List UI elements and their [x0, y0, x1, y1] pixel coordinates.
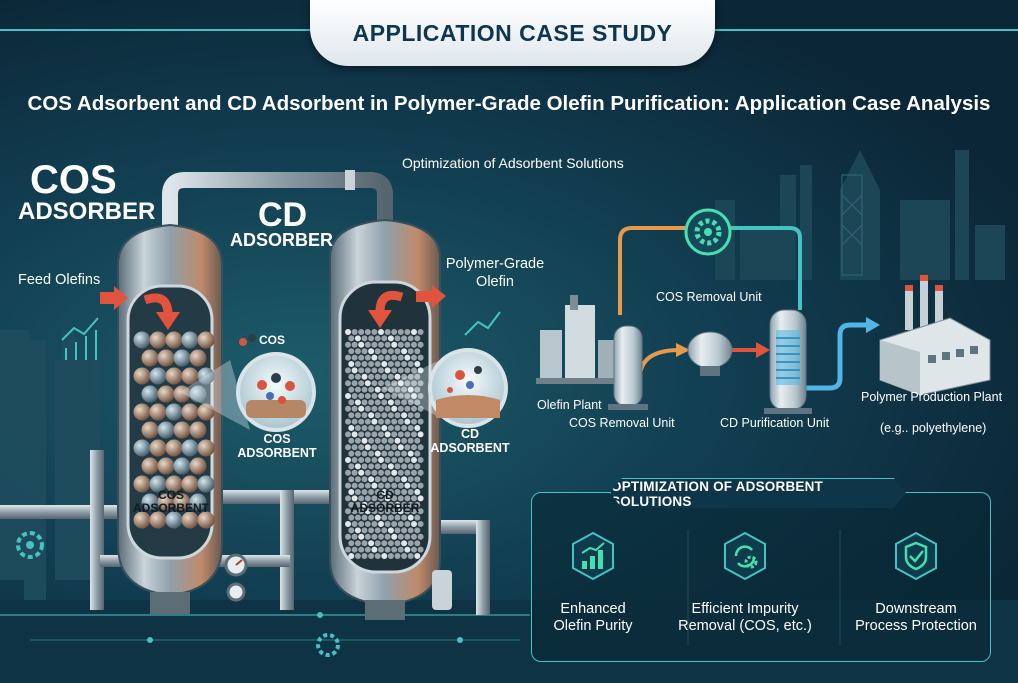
cos-removal-unit-top-label: COS Removal Unit	[656, 290, 762, 304]
flow-arrowhead-orange-mid	[676, 343, 690, 357]
refinery-silhouette-left	[0, 330, 100, 600]
cd-adsorbent-granules	[345, 329, 424, 559]
cd-bed-label-line2: ADSORBER	[350, 501, 420, 515]
pipe-flange	[345, 170, 355, 190]
gear-cycle-icon	[724, 531, 766, 581]
benefit-downstream-protection: Downstream Process Protection	[841, 601, 991, 635]
flow-arrowhead-red	[756, 342, 770, 358]
cd-purification-column	[764, 309, 812, 414]
product-arrow	[416, 285, 446, 308]
cd-adsorber-subheading: ADSORBER	[230, 230, 334, 250]
cos-zoom-label-line1: COS	[263, 432, 291, 446]
pressure-gauges-icon	[224, 553, 452, 610]
chart-up-icon	[572, 531, 614, 581]
cos-bed-label: COS ADSORBENT	[126, 489, 216, 515]
cd-downflow-arrowhead	[368, 310, 392, 328]
flow-line-orange-top	[618, 226, 696, 315]
gear-node-icon	[684, 208, 732, 256]
refinery-silhouette-right	[715, 150, 1005, 280]
cos-downflow-arrowhead	[156, 312, 180, 330]
sparkline-right-icon	[464, 311, 501, 336]
subtitle: Optimization of Adsorbent Solutions	[402, 155, 624, 171]
optimization-heading-badge: OPTIMIZATION OF ADSORBENT SOLUTIONS	[610, 478, 906, 509]
polymer-plant-factory	[879, 275, 991, 396]
cos-adsorbent-beads	[133, 331, 215, 529]
cos-adsorber-subheading: ADSORBER	[18, 198, 156, 225]
flow-line-orange-mid	[638, 348, 681, 379]
polymer-plant-label: Polymer Production Plant	[861, 390, 1003, 404]
shield-check-icon	[895, 531, 937, 581]
olefin-plant-label: Olefin Plant	[537, 398, 602, 412]
cos-zoom-label: COS ADSORBENT	[232, 432, 322, 460]
cos-bed-label-line1: COS	[157, 488, 184, 502]
refinery-lattice	[841, 174, 863, 276]
cd-zoom-label-line1: CD	[460, 427, 480, 441]
polymer-grade-olefin-label: Polymer-Grade Olefin	[440, 255, 550, 291]
cd-adsorber-heading: CD	[258, 196, 308, 234]
benefit-impurity-removal: Efficient Impurity Removal (COS, etc.)	[670, 601, 820, 635]
product-label-line2: Olefin	[476, 274, 514, 290]
flow-arrowhead-blue	[866, 317, 880, 333]
cos-downflow-arrow	[143, 293, 173, 316]
cos-adsorber-heading: COS	[30, 158, 117, 202]
benefit-2-line2: Removal (COS, etc.)	[678, 618, 812, 634]
cos-bed-label-line2: ADSORBENT	[132, 501, 209, 515]
cos-zoom-lens	[180, 352, 316, 432]
benefit-2-line1: Efficient Impurity	[691, 601, 799, 617]
cos-zoom-label-line2: ADSORBENT	[237, 446, 317, 460]
sparkline-left-icon	[61, 317, 99, 360]
flow-line-blue	[805, 322, 868, 391]
benefit-3-line1: Downstream	[875, 601, 957, 617]
cd-bed-label-line1: CD	[376, 488, 394, 502]
feed-olefins-label: Feed Olefins	[18, 272, 101, 288]
benefit-1-line2: Olefin Purity	[553, 618, 633, 634]
cd-downflow-arrow	[375, 290, 404, 313]
cos-molecule-icon	[239, 334, 256, 346]
benefit-olefin-purity: Enhanced Olefin Purity	[518, 601, 668, 635]
connecting-pipe-top	[162, 172, 393, 260]
gear-decoration-icon	[16, 531, 340, 657]
cos-removal-unit-bottom-label: COS Removal Unit	[569, 416, 675, 430]
intermediate-drum	[687, 331, 733, 376]
cos-molecule-label: COS	[259, 333, 286, 347]
case-study-banner: APPLICATION CASE STUDY	[310, 0, 715, 66]
olefin-plant-illustration	[536, 295, 626, 384]
benefit-1-line1: Enhanced	[560, 601, 626, 617]
cd-zoom-label: CD ADSORBENT	[428, 427, 512, 455]
cd-purification-unit-label: CD Purification Unit	[720, 416, 830, 430]
cd-bed-label: CD ADSORBER	[340, 489, 430, 515]
benefit-3-line2: Process Protection	[855, 618, 977, 634]
polymer-example-label: (e.g.. polyethylene)	[880, 421, 987, 435]
cd-zoom-label-line2: ADSORBENT	[430, 441, 510, 455]
optimization-heading: OPTIMIZATION OF ADSORBENT SOLUTIONS	[611, 479, 823, 509]
cos-removal-unit-column	[608, 325, 648, 410]
product-label-line1: Polymer-Grade	[445, 256, 545, 272]
flow-line-teal-top	[720, 226, 802, 310]
main-title: COS Adsorbent and CD Adsorbent in Polyme…	[27, 92, 991, 115]
banner-title: APPLICATION CASE STUDY	[352, 19, 673, 46]
feed-arrow	[100, 286, 128, 310]
cd-zoom-lens	[382, 348, 508, 428]
